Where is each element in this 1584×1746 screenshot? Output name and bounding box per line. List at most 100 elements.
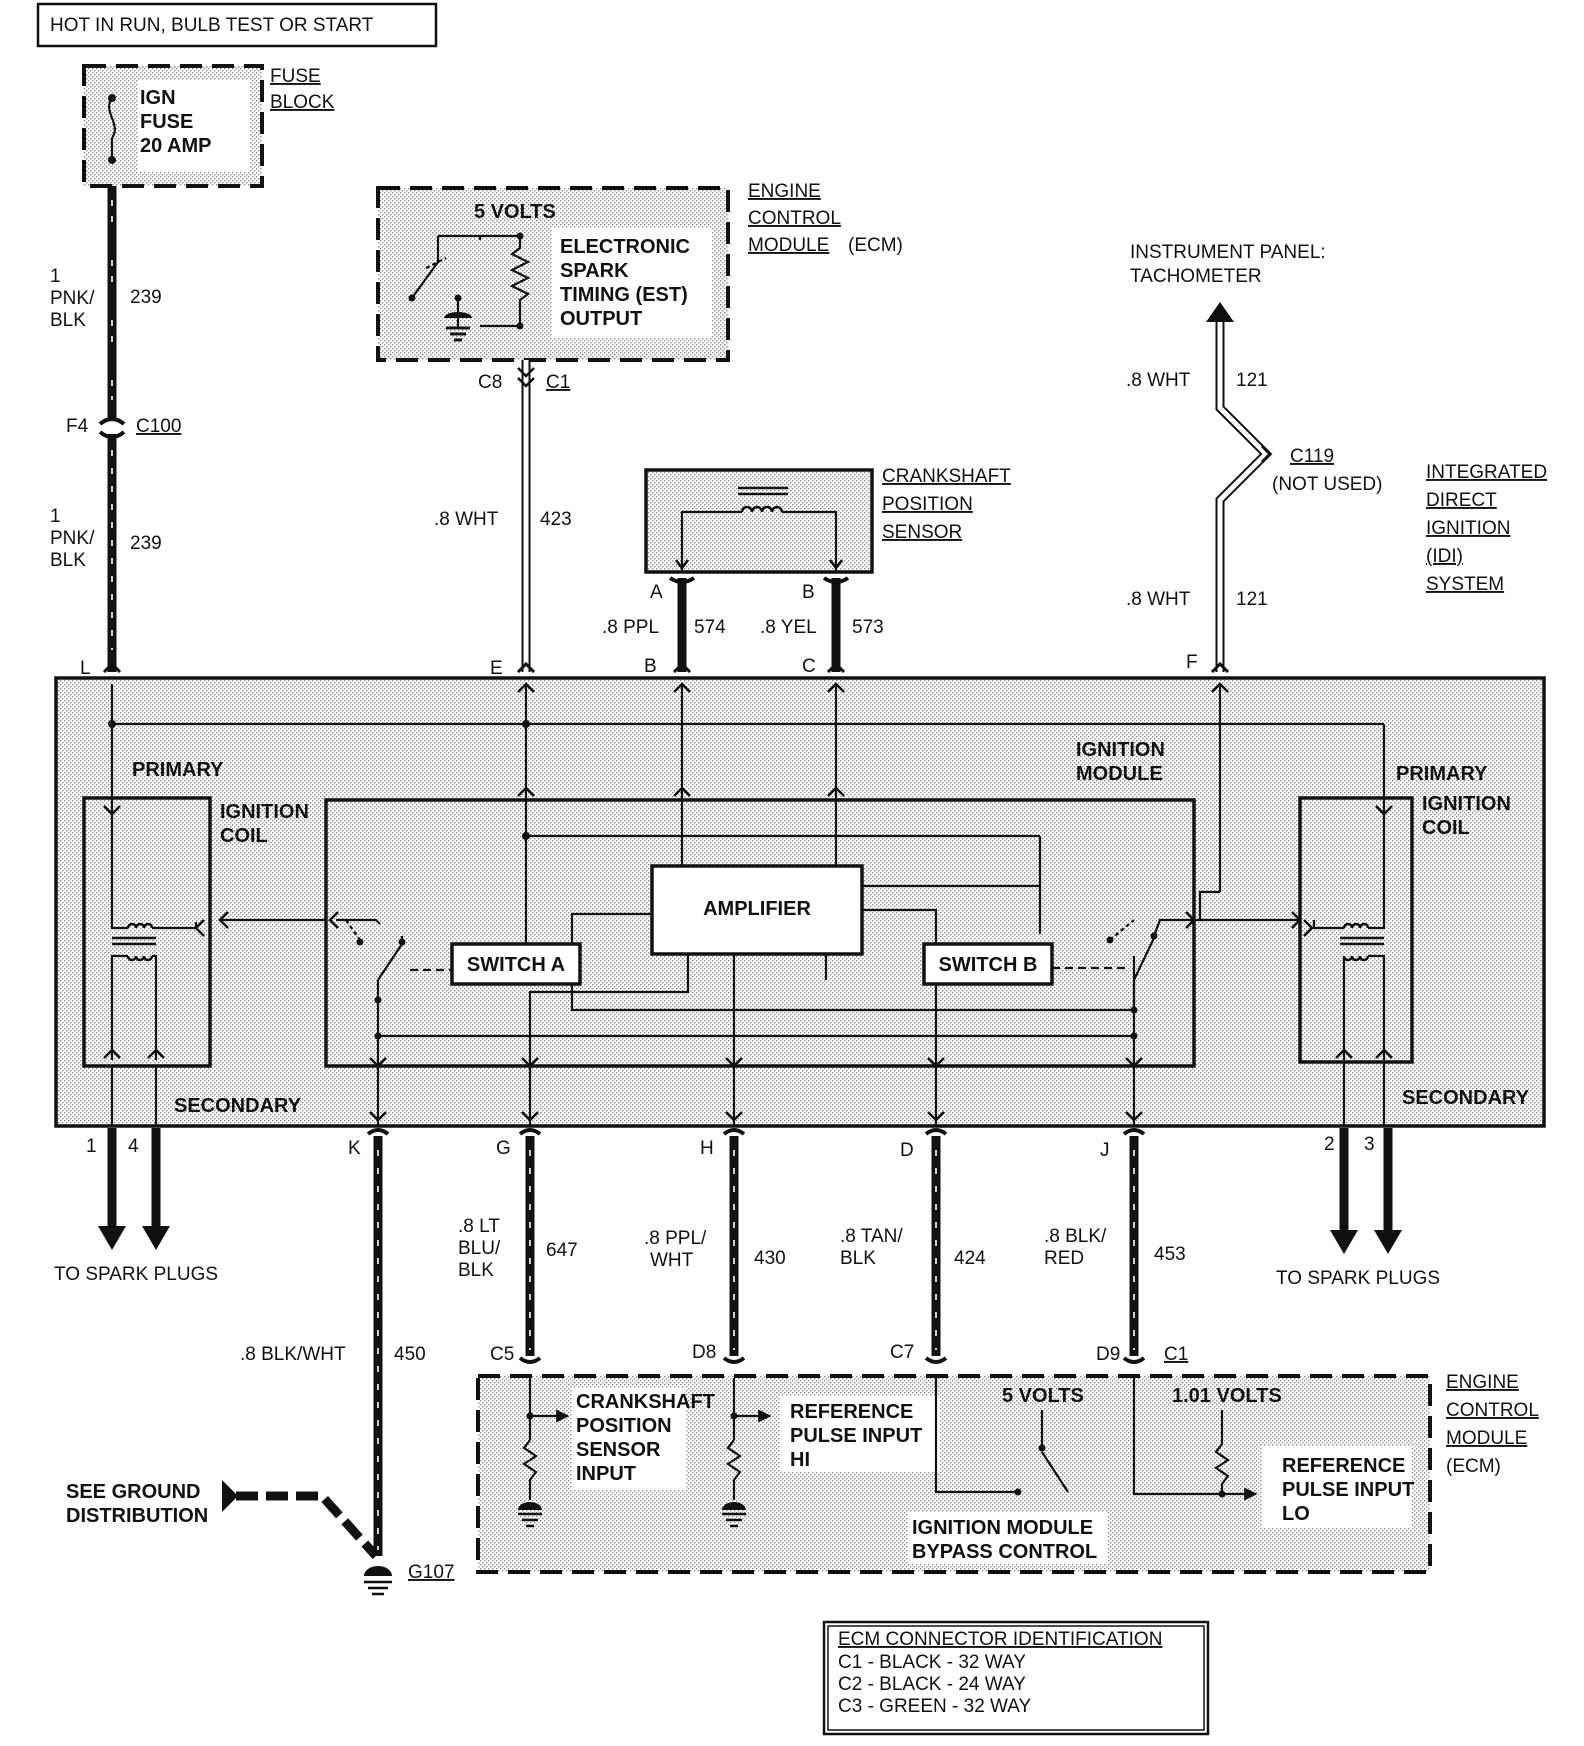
svg-text:B: B — [802, 582, 815, 603]
svg-text:5 VOLTS: 5 VOLTS — [474, 201, 556, 223]
svg-text:SECONDARY: SECONDARY — [1402, 1087, 1530, 1109]
svg-text:REFERENCE: REFERENCE — [790, 1401, 913, 1423]
svg-text:453: 453 — [1154, 1244, 1186, 1265]
module-labels: PRIMARY SECONDARY PRIMARY SECONDARY IGNI… — [132, 739, 1530, 1117]
svg-text:CRANKSHAFT: CRANKSHAFT — [576, 1391, 715, 1413]
ckp-input-circuit: CRANKSHAFT POSITION SENSOR INPUT — [518, 1378, 715, 1528]
svg-text:SPARK: SPARK — [560, 260, 629, 282]
svg-text:RED: RED — [1044, 1248, 1084, 1269]
svg-text:POSITION: POSITION — [576, 1415, 672, 1437]
svg-text:574: 574 — [694, 617, 726, 638]
svg-text:1: 1 — [50, 266, 61, 287]
svg-text:F4: F4 — [66, 416, 89, 437]
svg-text:D: D — [900, 1140, 914, 1161]
svg-text:.8 PPL/: .8 PPL/ — [644, 1228, 707, 1249]
svg-text:FUSE: FUSE — [270, 66, 321, 87]
svg-text:.8 LT: .8 LT — [458, 1216, 500, 1237]
wire-239: 1 PNK/ BLK 239 1 PNK/ BLK 239 — [50, 186, 162, 672]
idi-system-label: INTEGRATED DIRECT IGNITION (IDI) SYSTEM — [1426, 462, 1547, 595]
svg-text:AMPLIFIER: AMPLIFIER — [703, 898, 811, 920]
svg-text:BLU/: BLU/ — [458, 1238, 501, 1259]
svg-text:SECONDARY: SECONDARY — [174, 1095, 302, 1117]
svg-text:J: J — [1100, 1140, 1110, 1161]
svg-text:IGNITION MODULE: IGNITION MODULE — [912, 1517, 1093, 1539]
svg-text:G: G — [496, 1138, 511, 1159]
wire-573: .8 YEL 573 — [760, 576, 884, 672]
svg-text:C3 - GREEN - 32 WAY: C3 - GREEN - 32 WAY — [838, 1696, 1032, 1717]
wire-430: .8 PPL/ WHT 430 — [644, 1128, 786, 1364]
svg-text:.8 TAN/: .8 TAN/ — [840, 1226, 903, 1247]
svg-text:INTEGRATED: INTEGRATED — [1426, 462, 1547, 483]
svg-text:INPUT: INPUT — [576, 1463, 636, 1485]
svg-text:HOT IN RUN, BULB TEST OR START: HOT IN RUN, BULB TEST OR START — [50, 15, 374, 36]
left-ignition-coil: IGNITION COIL — [82, 712, 309, 1068]
svg-text:3: 3 — [1364, 1134, 1375, 1155]
svg-text:IGNITION: IGNITION — [220, 801, 309, 823]
svg-text:C7: C7 — [890, 1342, 914, 1363]
svg-text:COIL: COIL — [220, 825, 268, 847]
svg-text:(NOT USED): (NOT USED) — [1272, 474, 1382, 495]
connector-c100: F4 C100 — [66, 416, 181, 439]
bypass-control-circuit: 5 VOLTS IGNITION MODULE BYPASS CONTROL — [908, 1378, 1108, 1564]
svg-text:IGNITION: IGNITION — [1076, 739, 1165, 761]
svg-text:SENSOR: SENSOR — [882, 522, 962, 543]
svg-text:L: L — [80, 658, 91, 679]
svg-text:C: C — [802, 656, 816, 677]
ref-hi-circuit: REFERENCE PULSE INPUT HI — [722, 1378, 940, 1528]
svg-text:5 VOLTS: 5 VOLTS — [1002, 1385, 1084, 1407]
svg-text:C119: C119 — [1290, 446, 1334, 467]
right-ignition-coil: IGNITION COIL — [1298, 793, 1511, 1064]
crankshaft-position-sensor: CRANKSHAFT POSITION SENSOR A B — [644, 466, 1011, 603]
svg-text:INSTRUMENT PANEL:: INSTRUMENT PANEL: — [1130, 242, 1326, 263]
ref-lo-circuit: 1.01 VOLTS REFERENCE PULSE INPUT LO — [1132, 1378, 1414, 1528]
svg-text:.8 PPL: .8 PPL — [602, 617, 659, 638]
svg-text:430: 430 — [754, 1248, 786, 1269]
svg-text:MODULE: MODULE — [748, 235, 829, 256]
svg-text:E: E — [490, 658, 503, 679]
svg-text:LO: LO — [1282, 1503, 1310, 1525]
fuse-block: IGN FUSE 20 AMP FUSE BLOCK — [82, 64, 335, 188]
svg-text:PRIMARY: PRIMARY — [132, 759, 224, 781]
switch-a: SWITCH A — [218, 911, 1134, 1060]
svg-text:REFERENCE: REFERENCE — [1282, 1455, 1405, 1477]
svg-text:.8 WHT: .8 WHT — [1126, 589, 1191, 610]
svg-text:121: 121 — [1236, 589, 1268, 610]
wire-574: .8 PPL 574 — [602, 576, 726, 672]
svg-text:4: 4 — [128, 1136, 139, 1157]
svg-text:SENSOR: SENSOR — [576, 1439, 661, 1461]
svg-text:647: 647 — [546, 1240, 578, 1261]
module-top-pins: L E B C F — [80, 652, 1230, 679]
ecm-est-box: 5 VOLTS ELECTRONIC SPARK TIMING (EST) OU… — [376, 181, 903, 393]
svg-text:.8 YEL: .8 YEL — [760, 617, 817, 638]
svg-text:(IDI): (IDI) — [1426, 546, 1463, 567]
ground-distribution: SEE GROUND DISTRIBUTION G107 — [66, 1480, 454, 1596]
tachometer-label: INSTRUMENT PANEL: TACHOMETER — [1130, 242, 1326, 287]
wire-121: .8 WHT 121 .8 WHT 121 — [1126, 302, 1273, 672]
svg-text:.8 WHT: .8 WHT — [434, 509, 499, 530]
svg-text:ELECTRONIC: ELECTRONIC — [560, 236, 690, 258]
svg-text:BLK: BLK — [50, 550, 86, 571]
svg-text:1: 1 — [50, 506, 61, 527]
svg-text:IGNITION: IGNITION — [1426, 518, 1510, 539]
svg-text:C2 - BLACK - 24 WAY: C2 - BLACK - 24 WAY — [838, 1674, 1026, 1695]
svg-text:SEE GROUND: SEE GROUND — [66, 1481, 200, 1503]
svg-text:(ECM): (ECM) — [1446, 1456, 1501, 1477]
svg-text:K: K — [348, 1138, 361, 1159]
svg-text:1: 1 — [86, 1136, 97, 1157]
svg-text:ECM CONNECTOR IDENTIFICATION: ECM CONNECTOR IDENTIFICATION — [838, 1629, 1162, 1650]
svg-text:C1: C1 — [546, 372, 570, 393]
svg-text:.8 WHT: .8 WHT — [1126, 370, 1191, 391]
wire-453: .8 BLK/ RED 453 — [1044, 1128, 1186, 1364]
svg-text:20 AMP: 20 AMP — [140, 135, 212, 157]
svg-text:TO SPARK PLUGS: TO SPARK PLUGS — [54, 1264, 218, 1285]
svg-text:423: 423 — [540, 509, 572, 530]
svg-text:TACHOMETER: TACHOMETER — [1130, 266, 1262, 287]
svg-text:PNK/: PNK/ — [50, 288, 95, 309]
svg-text:OUTPUT: OUTPUT — [560, 308, 642, 330]
svg-text:121: 121 — [1236, 370, 1268, 391]
ecm-connector-id-table: ECM CONNECTOR IDENTIFICATION C1 - BLACK … — [822, 1620, 1210, 1736]
svg-text:ENGINE: ENGINE — [748, 181, 821, 202]
svg-text:IGN: IGN — [140, 87, 176, 109]
svg-text:MODULE: MODULE — [1076, 763, 1163, 785]
